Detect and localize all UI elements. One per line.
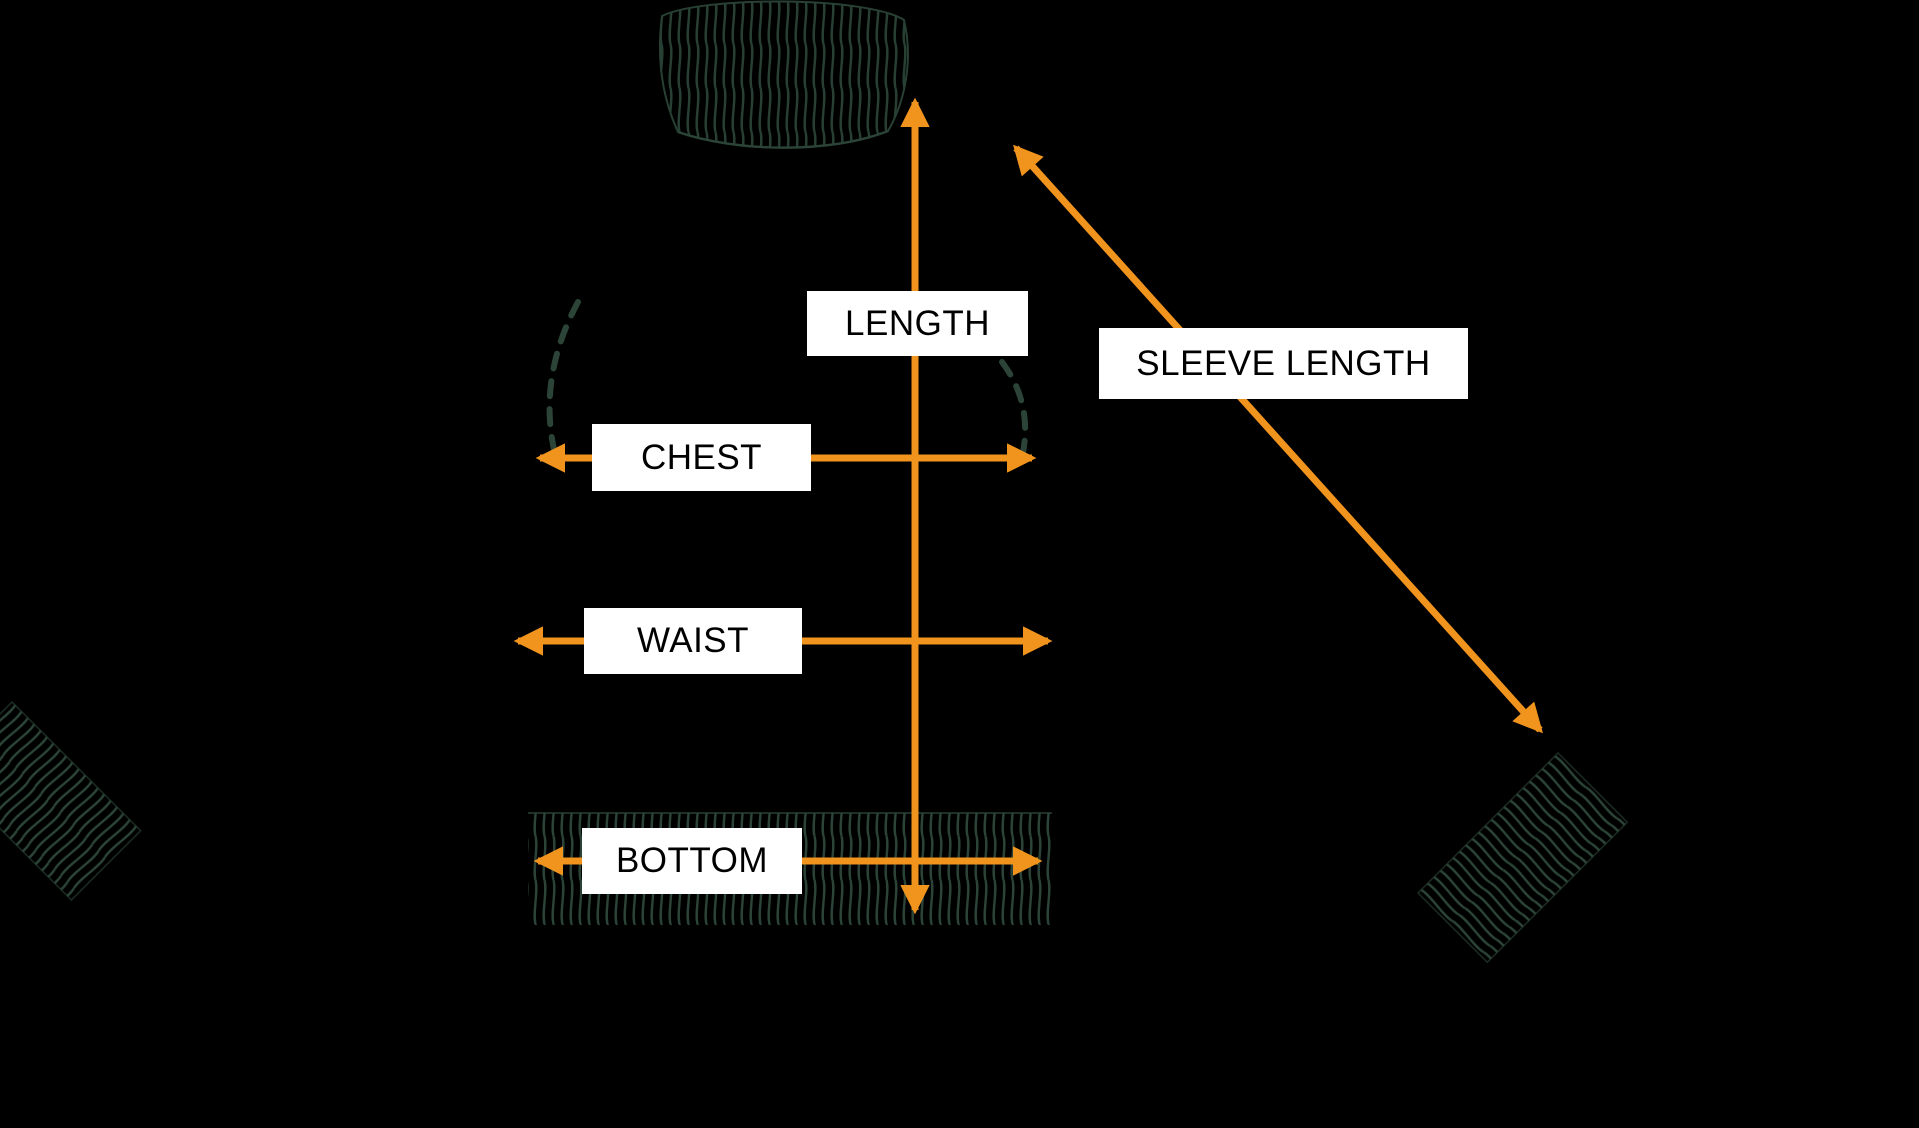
bottom-label: BOTTOM (582, 828, 802, 894)
sleeve-length-label: SLEEVE LENGTH (1099, 328, 1468, 399)
waist-label: WAIST (584, 608, 802, 674)
sweater-illustration (0, 0, 1629, 964)
sweater-left-cuff (0, 700, 142, 902)
sweater-right-cuff (1416, 751, 1629, 964)
chest-label: CHEST (592, 424, 811, 491)
length-label: LENGTH (807, 291, 1028, 356)
measurement-arrows (513, 97, 1543, 915)
left-armhole-seam (546, 299, 581, 465)
right-armhole-seam (999, 359, 1029, 465)
sleeve-length-arrow (1013, 144, 1543, 734)
sweater-collar (658, 0, 909, 149)
